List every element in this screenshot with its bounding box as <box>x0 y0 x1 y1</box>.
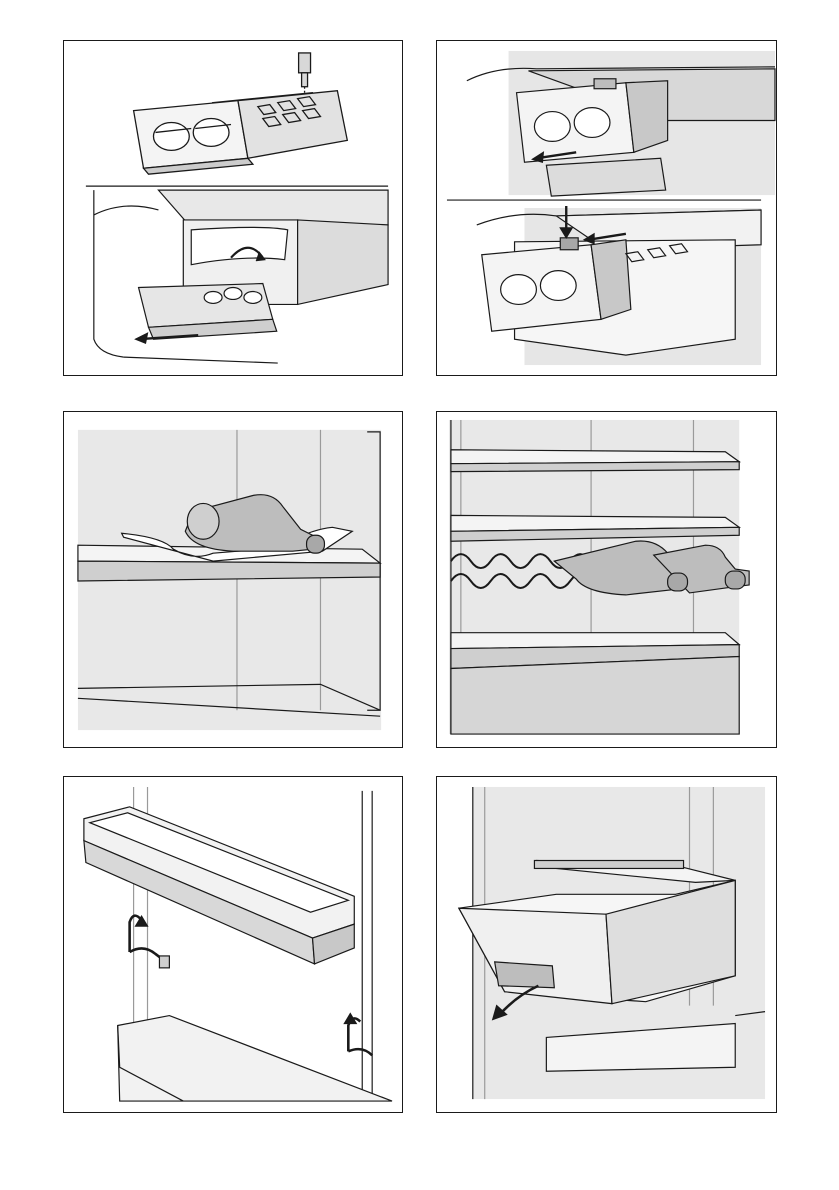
ice-tray-lower-illustration <box>477 206 761 365</box>
drawer-removal-icon <box>437 777 776 1112</box>
bottle-rack-icon <box>64 412 402 747</box>
figure-crisper-drawer-removal <box>436 776 777 1113</box>
figure-door-shelf-removal <box>63 776 403 1113</box>
door-shelf-illustration <box>84 787 392 1101</box>
ice-tray-illustration <box>134 53 348 174</box>
door-shelf-icon <box>64 777 402 1112</box>
ice-tray-insertion-icon <box>437 41 776 375</box>
wine-rack-icon <box>437 412 776 747</box>
ice-tray-filling-icon <box>64 41 402 375</box>
figure-wine-rack-shelves <box>436 411 777 748</box>
figure-bottle-rack-shelf <box>63 411 403 748</box>
figure-ice-tray-insert <box>436 40 777 376</box>
figure-ice-tray-fill <box>63 40 403 376</box>
crisper-drawer-illustration <box>459 787 765 1099</box>
wine-rack-illustration <box>449 420 749 734</box>
freezer-compartment-illustration <box>86 186 388 363</box>
ice-tray-upper-illustration <box>447 51 775 200</box>
bottle-rack-illustration <box>78 430 381 730</box>
